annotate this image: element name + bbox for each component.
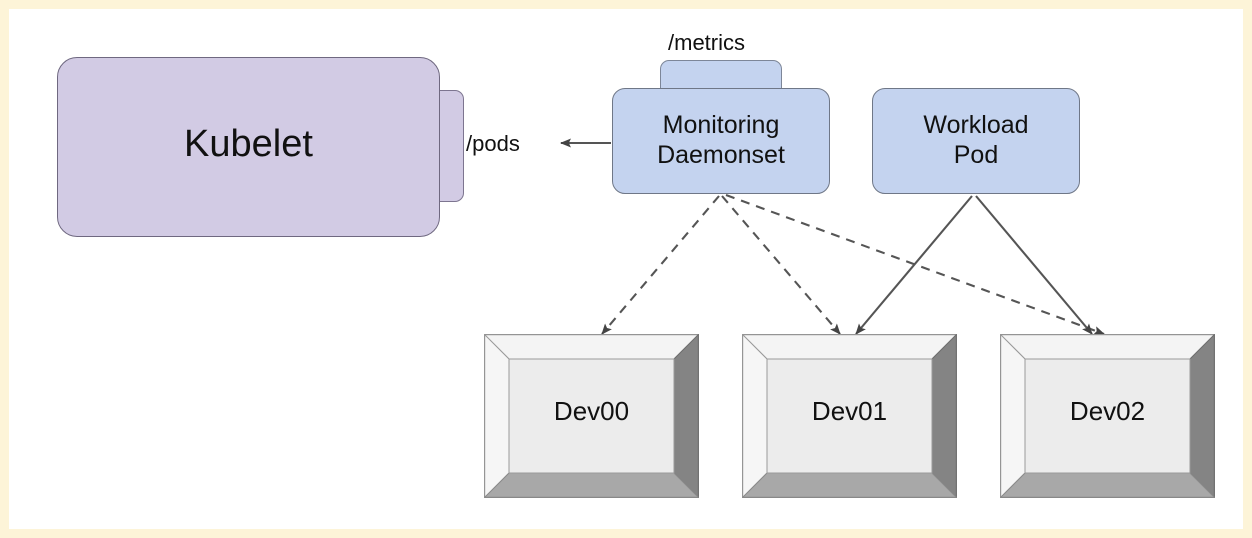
- device-label: Dev02: [1069, 396, 1146, 426]
- node-workload-pod[interactable]: Workload Pod: [872, 88, 1080, 194]
- metrics-endpoint-caption: /metrics: [668, 30, 745, 55]
- kubelet-label: Kubelet: [184, 123, 313, 165]
- node-device-dev02[interactable]: Dev02: [1000, 334, 1215, 498]
- device-label: Dev01: [811, 396, 888, 426]
- node-device-dev01[interactable]: Dev01: [742, 334, 957, 498]
- node-device-dev00[interactable]: Dev00: [484, 334, 699, 498]
- node-monitoring-daemonset[interactable]: Monitoring Daemonset: [612, 88, 830, 194]
- pods-endpoint-caption: /pods: [466, 131, 520, 156]
- monitoring-daemonset-label: Monitoring Daemonset: [657, 111, 785, 169]
- node-kubelet[interactable]: Kubelet: [57, 57, 440, 237]
- device-label: Dev00: [553, 396, 630, 426]
- workload-pod-label: Workload Pod: [923, 111, 1029, 169]
